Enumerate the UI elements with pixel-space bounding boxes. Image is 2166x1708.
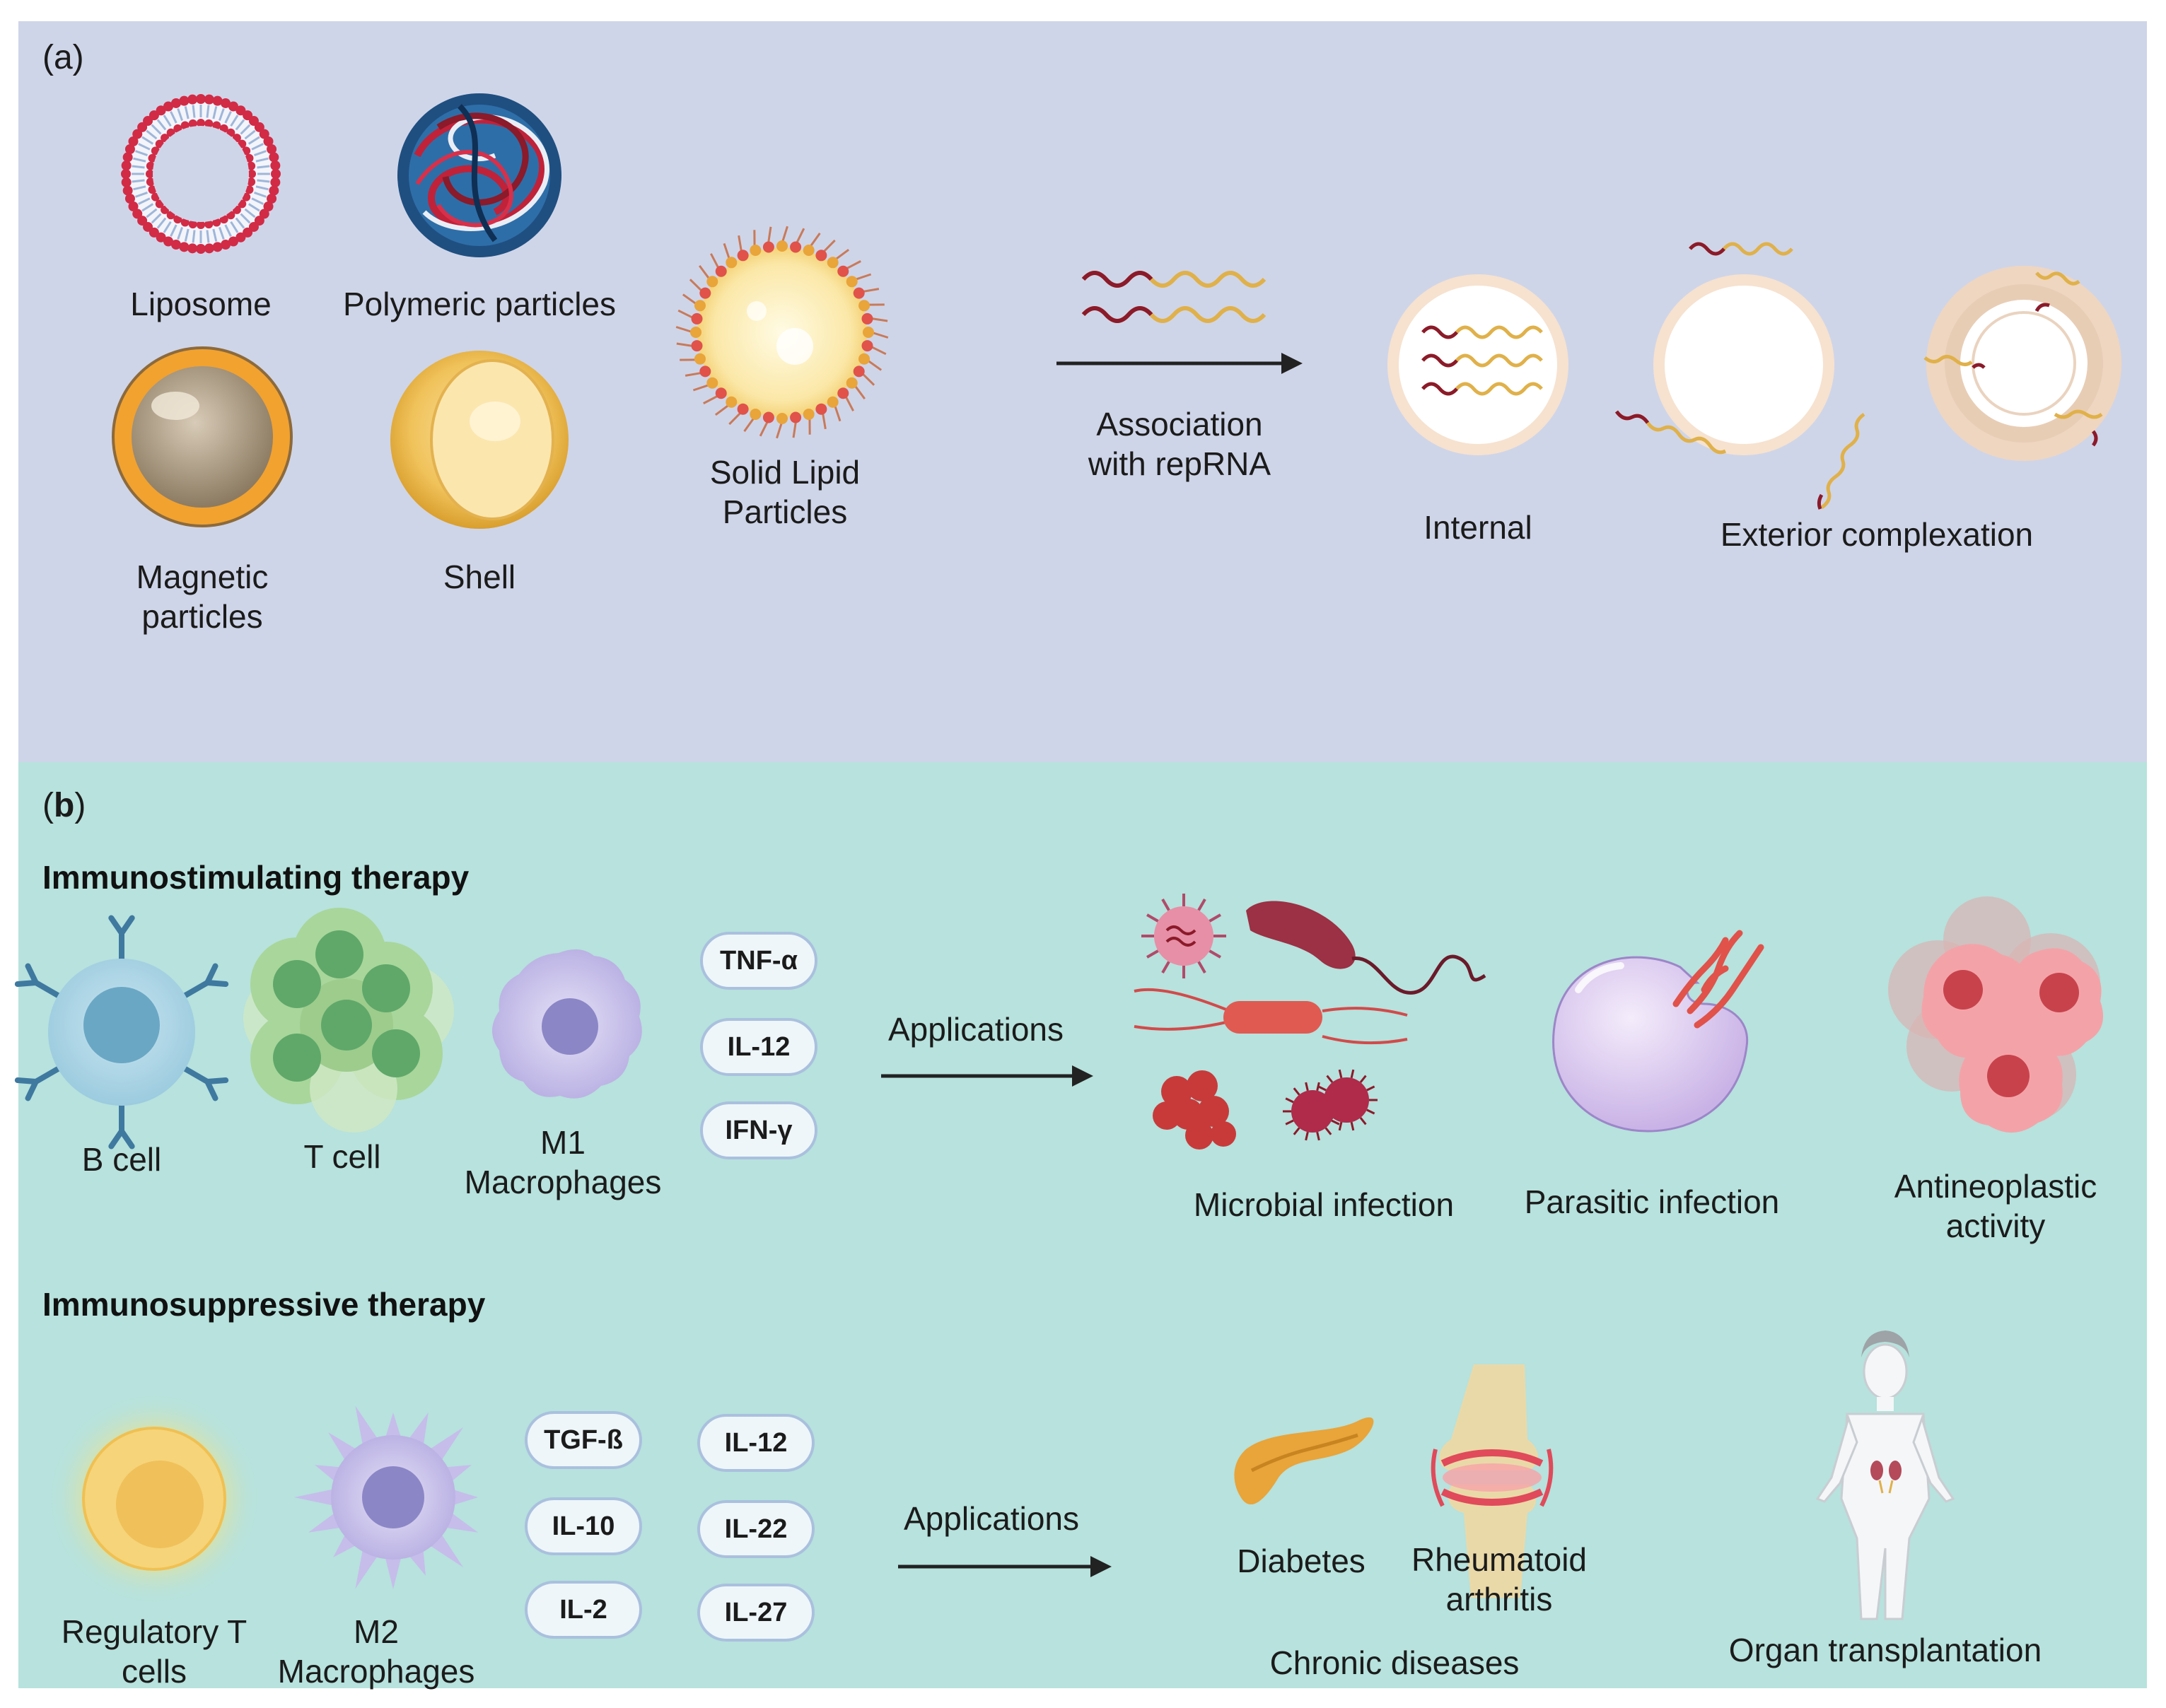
cytokine-pill: IL-12 <box>700 1018 817 1076</box>
solid-lipid-particle-icon <box>675 226 889 439</box>
tumor-cell-cluster-icon <box>1888 896 2104 1133</box>
organ-transplantation-label: Organ transplantation <box>1728 1632 2042 1668</box>
magnetic-particle-icon <box>112 346 293 527</box>
magnetic-particles-label: Magnetic particles <box>136 558 269 635</box>
pancreas-icon <box>1234 1417 1374 1505</box>
b-cell-icon <box>14 915 229 1150</box>
b-cell-label: B cell <box>81 1141 162 1178</box>
cytokine-pill: IFN-γ <box>700 1101 817 1159</box>
immunosuppressive-title: Immunosuppressive therapy <box>42 1286 486 1323</box>
liposome-icon <box>121 94 281 254</box>
immunostimulating-title: Immunostimulating therapy <box>42 859 470 896</box>
regulatory-t-cells-label: Regulatory T cells <box>61 1613 248 1690</box>
panel-a-label: (a) <box>42 39 84 76</box>
association-label: Association with repRNA <box>1088 406 1271 482</box>
m2-macrophages-label: M2 Macrophages <box>277 1613 475 1690</box>
panel-b-label-close: ) <box>74 787 86 824</box>
cytokine-pill: IL-2 <box>525 1581 642 1639</box>
exterior-complexation-sphere-icon <box>1614 242 1865 510</box>
cytokine-pill: IL-22 <box>697 1500 815 1558</box>
cytokine-pill: IL-12 <box>697 1414 815 1472</box>
liposome-label: Liposome <box>130 286 272 322</box>
internal-loading-icon <box>1387 274 1568 455</box>
cytokine-pill: TGF-ß <box>525 1411 642 1469</box>
microbial-infection-icon <box>1134 894 1486 1150</box>
shell-particle-icon <box>390 351 569 529</box>
reprna-strands-icon <box>1081 271 1267 323</box>
parasitic-infection-icon <box>1552 930 1764 1133</box>
solid-lipid-particles-label: Solid Lipid Particles <box>709 454 861 530</box>
antineoplastic-activity-label: Antineoplastic activity <box>1894 1168 2097 1244</box>
m1-macrophage-icon <box>492 949 642 1099</box>
panel-b-label-letter: b <box>53 787 75 824</box>
t-cell-label: T cell <box>303 1138 381 1175</box>
m2-macrophage-icon <box>294 1405 479 1589</box>
shell-label: Shell <box>443 558 516 595</box>
polymeric-particle-icon <box>397 93 561 257</box>
exterior-complexation-label: Exterior complexation <box>1720 516 2034 553</box>
internal-label: Internal <box>1423 509 1532 546</box>
m1-macrophages-label: M1 Macrophages <box>464 1124 662 1200</box>
parasitic-infection-label: Parasitic infection <box>1524 1183 1780 1220</box>
knee-joint-icon <box>1431 1364 1554 1598</box>
chronic-diseases-label: Chronic diseases <box>1269 1644 1520 1681</box>
applications-label-suppressive: Applications <box>903 1500 1080 1537</box>
cytokine-pill: TNF-α <box>700 932 817 990</box>
panel-b-label: (b) <box>42 786 86 826</box>
human-organ-transplant-icon <box>1815 1330 1955 1620</box>
t-cell-icon <box>243 908 454 1133</box>
microbial-infection-label: Microbial infection <box>1193 1186 1455 1223</box>
regulatory-t-cell-icon <box>48 1393 260 1605</box>
rheumatoid-arthritis-label: Rheumatoid arthritis <box>1411 1541 1588 1618</box>
cytokine-pill: IL-10 <box>525 1497 642 1555</box>
diabetes-label: Diabetes <box>1237 1543 1366 1579</box>
polymeric-particles-label: Polymeric particles <box>343 286 616 322</box>
exterior-complexation-ring-icon <box>1923 266 2121 461</box>
applications-label-stimulating: Applications <box>887 1011 1064 1048</box>
cytokine-pill: IL-27 <box>697 1584 815 1642</box>
panel-b-label-open: ( <box>42 787 54 824</box>
